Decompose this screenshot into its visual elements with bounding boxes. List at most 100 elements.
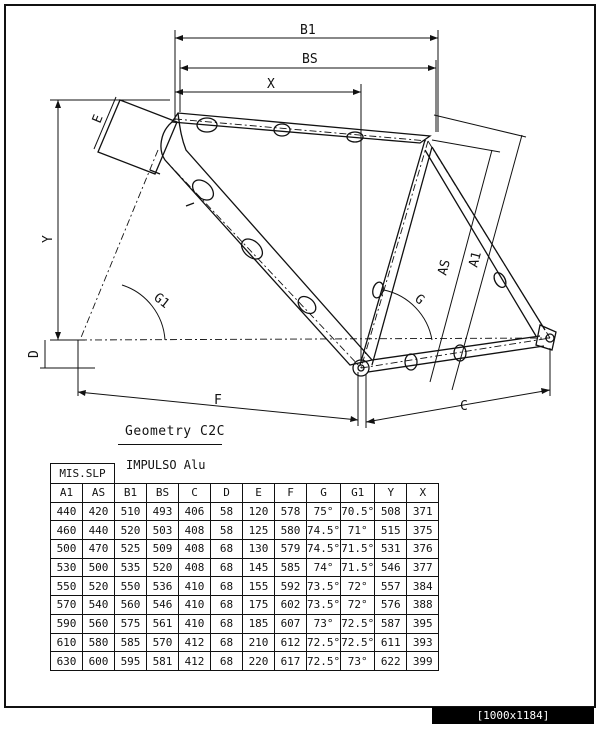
table-cell: 73° — [305, 613, 342, 634]
label-x: X — [267, 77, 275, 92]
table-cell: 155 — [242, 576, 275, 597]
rear-dropout — [535, 324, 557, 351]
table-cell: 578 — [274, 501, 307, 522]
dimension-arrows — [55, 35, 550, 424]
column-header: G — [305, 483, 342, 503]
table-cell: 58 — [210, 520, 243, 541]
table-cell: 393 — [406, 632, 440, 653]
column-header: X — [406, 483, 440, 503]
table-cell: 71° — [340, 520, 376, 541]
frame-geometry-drawing: B1 BS X E Y G1 G AS A1 D F C — [27, 23, 557, 428]
table-cell: 581 — [146, 651, 179, 671]
table-cell: 70.5° — [340, 501, 376, 522]
table-cell: 73.5° — [305, 595, 342, 615]
table-cell: 68 — [210, 613, 243, 634]
table-cell: 570 — [50, 595, 83, 615]
table-cell: 375 — [406, 520, 440, 541]
table-cell: 550 — [50, 576, 83, 597]
table-cell: 600 — [82, 651, 115, 671]
table-cell: 525 — [114, 539, 147, 559]
page-border — [4, 4, 596, 708]
table-cell: 612 — [274, 632, 307, 653]
table-cell: 74.5° — [305, 539, 342, 559]
label-as: AS — [435, 258, 454, 277]
table-cell: 68 — [210, 576, 243, 597]
label-f: F — [214, 393, 222, 408]
label-e: E — [90, 113, 107, 126]
centre-lines — [79, 118, 551, 369]
table-cell: 520 — [114, 520, 147, 541]
tube-weld-2 — [273, 123, 291, 137]
head-tube-outline — [97, 99, 178, 175]
table-cell: 470 — [82, 539, 115, 559]
table-cell: 185 — [242, 613, 275, 634]
column-header: F — [274, 483, 307, 503]
table-cell: 520 — [146, 557, 179, 578]
table-cell: 73° — [340, 651, 376, 671]
table-cell: 570 — [146, 632, 179, 653]
label-bs: BS — [302, 52, 318, 67]
seat-tube — [359, 139, 433, 366]
table-cell: 580 — [82, 632, 115, 653]
table-cell: 440 — [50, 501, 83, 522]
tube-weld-1 — [196, 117, 218, 133]
table-cell: 72.5° — [340, 613, 376, 634]
table-cell: 68 — [210, 595, 243, 615]
table-cell: 546 — [146, 595, 179, 615]
table-cell: 145 — [242, 557, 275, 578]
angle-arcs — [121, 284, 433, 341]
down-tube — [160, 112, 374, 366]
table-cell: 72° — [340, 576, 376, 597]
table-cell: 71.5° — [340, 557, 376, 578]
table-cell: 399 — [406, 651, 440, 671]
table-cell: 607 — [274, 613, 307, 634]
column-header: D — [210, 483, 243, 503]
angle-arc-g1 — [121, 284, 166, 341]
table-group-header-row: MIS.SLP — [50, 463, 439, 484]
table-cell: 75° — [305, 501, 342, 522]
table-cell: 408 — [178, 520, 211, 541]
table-cell: 509 — [146, 539, 179, 559]
cable-guides — [149, 169, 195, 207]
table-cell: 72° — [340, 595, 376, 615]
table-cell: 384 — [406, 576, 440, 597]
table-cell: 412 — [178, 632, 211, 653]
bottom-bracket-axle — [357, 364, 365, 372]
table-cell: 408 — [178, 539, 211, 559]
table-cell: 579 — [274, 539, 307, 559]
table-cell: 611 — [374, 632, 408, 653]
column-header: G1 — [340, 483, 376, 503]
table-cell: 595 — [114, 651, 147, 671]
table-cell: 73.5° — [305, 576, 342, 597]
column-header: AS — [82, 483, 115, 503]
table-cell: 587 — [374, 613, 408, 634]
table-cell: 377 — [406, 557, 440, 578]
table-cell: 410 — [178, 576, 211, 597]
table-cell: 560 — [114, 595, 147, 615]
table-cell: 557 — [374, 576, 408, 597]
table-cell: 550 — [114, 576, 147, 597]
watermark: [1000x1184] http://upic.me/ — [432, 707, 594, 739]
table-cell: 530 — [50, 557, 83, 578]
table-cell: 576 — [374, 595, 408, 615]
table-cell: 68 — [210, 632, 243, 653]
table-cell: 175 — [242, 595, 275, 615]
table-cell: 376 — [406, 539, 440, 559]
tube-weld-3 — [346, 131, 364, 143]
angle-arc-g — [383, 289, 433, 341]
group-header-blank — [113, 463, 439, 484]
table-cell: 493 — [146, 501, 179, 522]
tube-weld-4 — [191, 179, 215, 201]
table-cell: 408 — [178, 557, 211, 578]
table-cell: 585 — [274, 557, 307, 578]
chain-stays — [367, 335, 545, 373]
top-tube — [170, 112, 432, 144]
table-cell: 508 — [374, 501, 408, 522]
table-cell: 68 — [210, 557, 243, 578]
